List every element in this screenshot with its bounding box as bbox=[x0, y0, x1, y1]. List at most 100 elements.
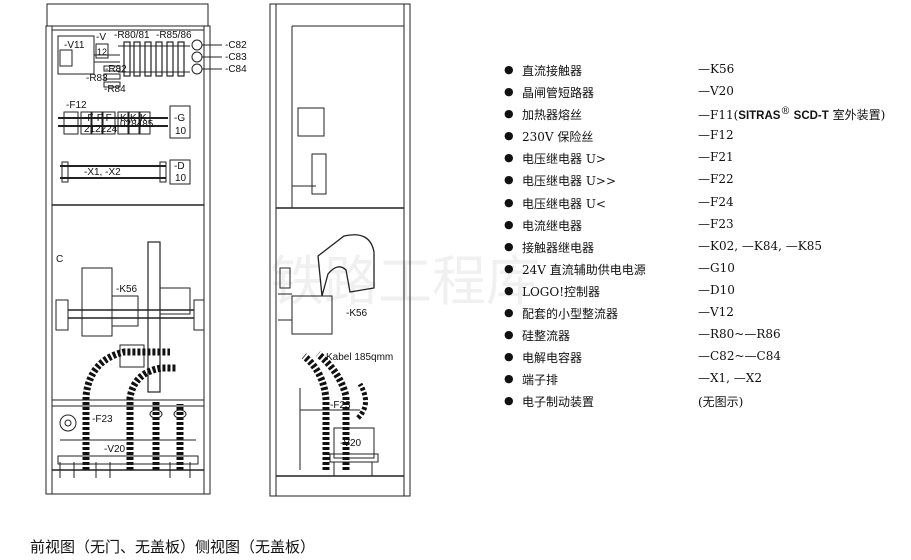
legend-name: 配套的小型整流器 bbox=[522, 307, 619, 322]
legend-name: 加热器熔丝 bbox=[522, 108, 583, 123]
bullet-icon: ● bbox=[504, 394, 514, 408]
legend-code: —R80~—R86 bbox=[698, 327, 781, 342]
legend-row: ● 电压继电器 U>> —F22 bbox=[478, 172, 908, 194]
legend-code: —K56 bbox=[698, 62, 735, 76]
bullet-icon: ● bbox=[504, 350, 514, 364]
legend-row: ● 硅整流器 —R80~—R86 bbox=[478, 327, 908, 349]
label-f12: -F12 bbox=[66, 100, 87, 111]
legend-row: ● 电子制动装置 (无图示) bbox=[478, 393, 908, 415]
label-d10: 10 bbox=[175, 173, 187, 184]
legend-code: —G10 bbox=[698, 260, 735, 275]
label-v20: -V20 bbox=[104, 444, 126, 455]
legend-row: ● 接触器继电器 —K02, —K84, —K85 bbox=[478, 239, 908, 261]
label-r80: -R80/81 bbox=[114, 30, 150, 41]
legend-row: ● LOGO!控制器 —D10 bbox=[478, 283, 908, 305]
legend-row: ● 加热器熔丝 —F11(SITRAS® SCD-T 室外装置) bbox=[478, 106, 908, 128]
front-view bbox=[45, 3, 222, 495]
bullet-icon: ● bbox=[504, 107, 514, 121]
legend-name: 电流继电器 bbox=[522, 218, 583, 233]
figure-caption: 前视图（无门、无盖板）侧视图（无盖板） bbox=[30, 538, 316, 556]
bullet-icon: ● bbox=[504, 63, 514, 76]
legend-row: ● 24V 直流辅助供电电源 —G10 bbox=[478, 261, 908, 283]
bullet-icon: ● bbox=[504, 306, 514, 320]
legend-name: 电压继电器 U< bbox=[522, 196, 606, 211]
label-side-v20: -V20 bbox=[340, 438, 362, 449]
bullet-icon: ● bbox=[504, 151, 514, 165]
label-r85: -R85/86 bbox=[156, 30, 192, 41]
label-g10: 10 bbox=[175, 126, 187, 137]
watermark: 铁路工程库 bbox=[270, 250, 540, 313]
bullet-icon: ● bbox=[504, 283, 514, 297]
legend-code: —F11(SITRAS® SCD-T 室外装置) bbox=[698, 106, 885, 123]
legend-code: (无图示) bbox=[698, 395, 744, 410]
bullet-icon: ● bbox=[504, 85, 514, 99]
legend-row: ●端子排 —X1, —X2 bbox=[478, 371, 908, 393]
legend-code: —F22 bbox=[698, 172, 734, 187]
bullet-icon: ● bbox=[504, 372, 514, 386]
side-labels: -K56 Kabel 185qmm -F23 -V20 bbox=[326, 308, 393, 449]
side-view bbox=[269, 3, 411, 497]
legend-row: ● 电压继电器 U< —F24 bbox=[478, 195, 908, 217]
label-kabel: Kabel 185qmm bbox=[326, 352, 393, 363]
legend-name: 电压继电器 U>> bbox=[522, 174, 617, 189]
label-k56: -K56 bbox=[116, 284, 138, 295]
legend-code: —V20 bbox=[698, 84, 734, 99]
label-c84: -C84 bbox=[225, 64, 247, 75]
label-side-k56: -K56 bbox=[346, 308, 368, 319]
bullet-icon: ● bbox=[504, 261, 514, 275]
legend-code: —C82~—C84 bbox=[698, 349, 781, 364]
label-f-numbers: 212224 bbox=[84, 124, 118, 135]
label-k-relays: K-K-K bbox=[120, 113, 147, 124]
label-v11: -V11 bbox=[64, 40, 85, 51]
legend-code: —D10 bbox=[698, 282, 735, 297]
legend-code-suffix: 室外装置) bbox=[828, 108, 886, 123]
label-r84: -R84 bbox=[104, 84, 126, 95]
legend-name: 直流接触器 bbox=[522, 64, 583, 78]
legend-row: ● 230V 保险丝 —F12 bbox=[478, 128, 908, 150]
legend-name: 电压继电器 U> bbox=[522, 152, 606, 167]
legend-code: —F24 bbox=[698, 194, 734, 209]
legend-row: ● 直流接触器 —K56 bbox=[478, 62, 908, 84]
label-f-relays: -F-F F bbox=[84, 113, 112, 124]
legend-code-brand: SITRAS bbox=[738, 110, 781, 123]
legend-name: 接触器继电器 bbox=[522, 240, 595, 255]
label-v12: 12 bbox=[97, 47, 107, 57]
label-r83: -R83 bbox=[86, 73, 108, 84]
legend-code: —V12 bbox=[698, 305, 734, 320]
legend-row: ● 电流继电器 —F23 bbox=[478, 217, 908, 239]
legend-code: —F23 bbox=[698, 216, 734, 231]
legend-name: 24V 直流辅助供电电源 bbox=[522, 262, 646, 277]
bullet-icon: ● bbox=[504, 173, 514, 187]
component-legend: ● 直流接触器 —K56 ● 晶闸管短路器 —V20 ● 加热器熔丝 —F11(SITRAS… bbox=[478, 62, 908, 416]
front-labels: -V11 -V 12 -R80/81 -R85/86 -C82 -C83 -C8… bbox=[56, 30, 247, 455]
legend-name: 晶闸管短路器 bbox=[522, 86, 595, 101]
legend-code-registered: ® bbox=[780, 106, 791, 118]
label-c82: -C82 bbox=[225, 40, 247, 51]
bullet-icon: ● bbox=[504, 217, 514, 231]
legend-code: —F12 bbox=[698, 128, 734, 143]
bullet-icon: ● bbox=[504, 328, 514, 342]
label-v: -V bbox=[96, 32, 106, 43]
bullet-icon: ● bbox=[504, 129, 514, 143]
label-c83: -C83 bbox=[225, 52, 247, 63]
bullet-icon: ● bbox=[504, 195, 514, 209]
legend-name: LOGO!控制器 bbox=[522, 284, 601, 299]
legend-name: 230V 保险丝 bbox=[522, 130, 594, 145]
legend-name: 电解电容器 bbox=[522, 351, 583, 366]
legend-name: 硅整流器 bbox=[522, 329, 571, 344]
label-r82: -R82 bbox=[105, 64, 127, 75]
legend-code-prefix: —F11( bbox=[698, 108, 739, 123]
label-d: -D bbox=[174, 161, 185, 172]
legend-code-model: SCD-T bbox=[790, 110, 829, 123]
label-f23: -F23 bbox=[92, 414, 113, 425]
legend-row: ● 晶闸管短路器 —V20 bbox=[478, 84, 908, 106]
legend-name: 电子制动装置 bbox=[522, 395, 595, 410]
label-k-numbers: 028485 bbox=[120, 119, 154, 130]
legend-code: —X1, —X2 bbox=[698, 371, 762, 386]
legend-row: ● 配套的小型整流器 —V12 bbox=[478, 305, 908, 327]
bullet-icon: ● bbox=[504, 239, 514, 253]
legend-code: —K02, —K84, —K85 bbox=[698, 238, 822, 253]
label-g: -G bbox=[174, 113, 185, 124]
label-x1x2: -X1, -X2 bbox=[84, 167, 121, 178]
legend-code: —F21 bbox=[698, 150, 734, 165]
